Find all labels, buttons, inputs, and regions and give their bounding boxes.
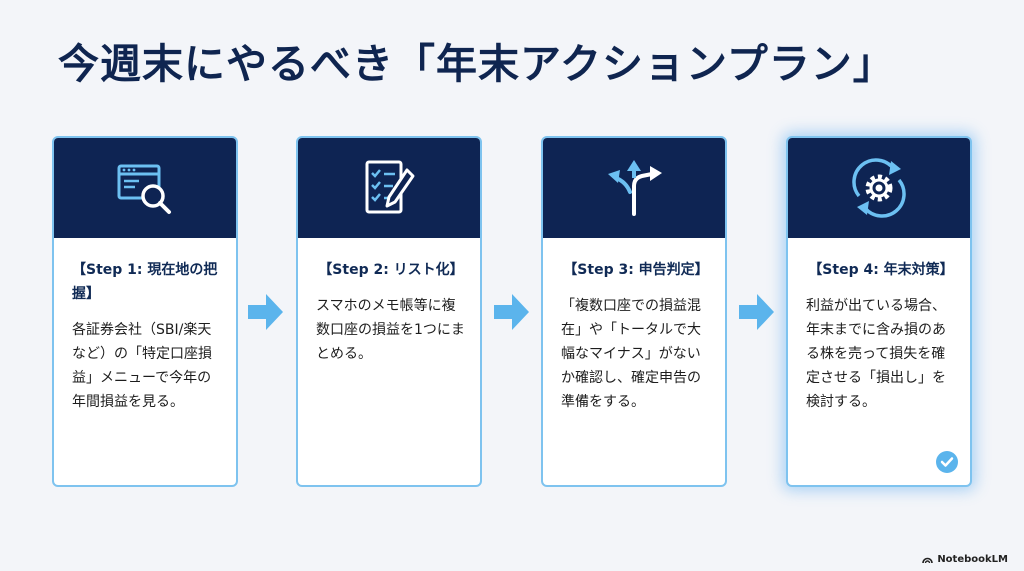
step-title: 【Step 3: 申告判定】	[563, 262, 709, 278]
step-text: 各証券会社（SBI/楽天など）の「特定口座損益」メニューで今年の年間損益を見る。	[72, 322, 212, 410]
gear-cycle-icon	[852, 158, 906, 218]
search-window-icon	[117, 164, 171, 214]
notebooklm-logo-icon	[922, 557, 934, 564]
step-text: スマホのメモ帳等に複数口座の損益を1つにまとめる。	[316, 298, 465, 362]
step-text: 「複数口座での損益混在」や「トータルで大幅なマイナス」がないか確認し、確定申告の…	[561, 298, 701, 410]
step-card-3: 【Step 3: 申告判定】 「複数口座での損益混在」や「トータルで大幅なマイナ…	[541, 136, 727, 487]
step-title: 【Step 4: 年末対策】	[808, 262, 954, 278]
step-card-header	[788, 138, 970, 238]
step-title: 【Step 2: リスト化】	[318, 262, 464, 278]
checklist-pencil-icon	[365, 160, 415, 214]
arrow-right-icon	[494, 294, 529, 330]
brand-label: NotebookLM	[937, 554, 1008, 565]
step-card-header	[543, 138, 725, 238]
step-card-1: 【Step 1: 現在地の把握】 各証券会社（SBI/楽天など）の「特定口座損益…	[52, 136, 238, 487]
step-text: 利益が出ている場合、年末までに含み損のある株を売って損失を確定させる「損出し」を…	[806, 298, 946, 410]
notebooklm-watermark: NotebookLM	[922, 554, 1008, 565]
step-card-header	[298, 138, 480, 238]
split-arrow-icon	[608, 160, 662, 216]
step-title: 【Step 1: 現在地の把握】	[72, 262, 218, 302]
arrow-right-icon	[248, 294, 283, 330]
step-card-2: 【Step 2: リスト化】 スマホのメモ帳等に複数口座の損益を1つにまとめる。	[296, 136, 482, 487]
step-card-header	[54, 138, 236, 238]
page-title: 今週末にやるべき「年末アクションプラン」	[58, 40, 895, 88]
arrow-right-icon	[739, 294, 774, 330]
check-circle-icon	[936, 451, 958, 473]
step-card-4: 【Step 4: 年末対策】 利益が出ている場合、年末までに含み損のある株を売っ…	[786, 136, 972, 487]
